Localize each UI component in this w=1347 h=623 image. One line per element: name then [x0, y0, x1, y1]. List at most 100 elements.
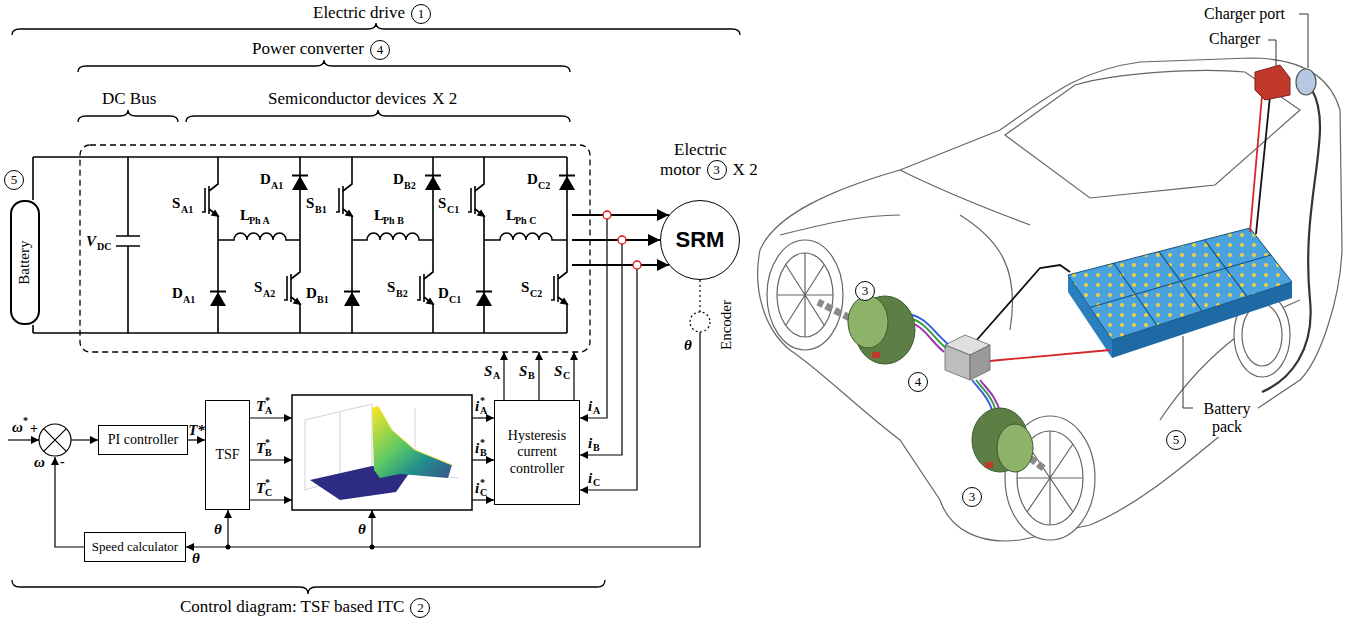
junction-dot	[226, 545, 231, 550]
subscript-label: A1	[181, 205, 193, 215]
converter-front	[945, 345, 970, 380]
signal-symbol: ω	[34, 455, 45, 470]
leg-c-wires	[484, 157, 567, 333]
signal-symbol: ω	[12, 420, 23, 435]
converter-side	[970, 345, 990, 380]
node-text: TSF	[215, 447, 239, 463]
motor-face	[997, 424, 1033, 472]
leader-line	[1183, 336, 1193, 408]
subscript-label: B1	[317, 295, 329, 305]
signal-symbol: θ	[358, 522, 366, 537]
callout-number: 3	[707, 160, 727, 180]
callout-number: 1	[411, 4, 431, 24]
signal-symbol: i	[475, 481, 479, 496]
superscript-label: *	[23, 416, 28, 426]
subscript-label: A2	[263, 289, 275, 299]
callout-number: 4	[908, 372, 928, 392]
phase-wire	[572, 264, 669, 266]
inductor	[352, 233, 433, 240]
sense-line	[580, 269, 637, 490]
subscript-label: C2	[538, 181, 550, 191]
component-symbol: D	[393, 172, 404, 187]
signal-symbol: i	[588, 471, 592, 486]
motor-drawing	[818, 296, 1046, 472]
callout-number: 3	[855, 281, 875, 301]
diode-symbol	[292, 176, 308, 191]
diode-symbol	[559, 176, 575, 191]
part-label: Charger port	[1203, 6, 1286, 22]
cable	[1250, 96, 1262, 232]
cable	[1256, 96, 1270, 234]
heading-label: Semiconductor devices	[268, 90, 426, 107]
battery-pack-drawing	[1068, 228, 1292, 358]
theta-branch	[371, 510, 372, 547]
subscript-label: A	[593, 406, 600, 416]
subscript-label: C	[563, 371, 570, 381]
inductor	[218, 233, 300, 240]
component-symbol: L	[240, 208, 250, 223]
theta-branch	[227, 510, 228, 547]
current-ref-line	[472, 417, 494, 418]
brace	[12, 23, 740, 35]
charging-cable	[1262, 90, 1320, 392]
subscript-label: B	[265, 448, 272, 458]
motor-face	[848, 296, 888, 348]
sense-line	[580, 244, 622, 455]
phase-wire	[572, 214, 669, 216]
subscript-label: A	[493, 371, 500, 381]
current-sensor	[603, 211, 611, 219]
component-symbol: D	[172, 286, 183, 301]
wheel-rim	[1242, 304, 1282, 366]
encoder-shaft	[699, 280, 700, 312]
pack-top	[1068, 228, 1292, 340]
car-body	[758, 58, 1342, 541]
converter-drawing	[945, 335, 990, 380]
signal-symbol: T	[256, 399, 265, 414]
igbt-symbol	[551, 258, 567, 318]
signal-symbol: i	[475, 399, 479, 414]
signal-symbol: S	[519, 364, 527, 379]
gate-signal-line	[503, 352, 504, 400]
lookup-table-plot	[292, 395, 472, 510]
subscript-label: A	[480, 406, 487, 416]
component-symbol: S	[172, 196, 180, 211]
subscript-label: C1	[449, 295, 461, 305]
hysteresis-controller-box: Hysteresis current controller	[494, 400, 580, 505]
subscript-label: Ph B	[383, 216, 404, 226]
component-symbol: S	[306, 196, 314, 211]
charger-drawing	[1255, 65, 1290, 100]
subscript-label: C2	[530, 289, 542, 299]
part-label: Charger	[1208, 31, 1261, 47]
torque-ref-line	[250, 417, 292, 418]
brackets	[12, 23, 740, 594]
heading-label: X 2	[733, 161, 758, 178]
signal-symbol: i	[588, 436, 592, 451]
control-wiring	[8, 280, 710, 547]
signal-symbol: T	[256, 481, 265, 496]
callout-number: 2	[410, 598, 430, 618]
wheel-rim	[777, 253, 833, 337]
sign-label: +	[30, 422, 38, 436]
igbt-symbol	[468, 170, 484, 230]
subscript-label: B1	[315, 205, 327, 215]
subscript-label: DC	[97, 242, 111, 252]
connector-label: T*	[188, 423, 205, 438]
gate-signal-line	[573, 352, 574, 400]
leg-b-wires	[352, 157, 433, 333]
diode-symbol	[476, 292, 492, 307]
heading-label: motor	[660, 161, 701, 178]
current-sense-lines	[580, 219, 637, 490]
brace	[186, 110, 570, 122]
current-sensors	[603, 211, 641, 269]
signal-symbol: θ	[214, 522, 222, 537]
car-illustration	[758, 14, 1342, 541]
superscript-label: *	[265, 478, 270, 488]
signal-connector	[188, 439, 205, 440]
cable	[980, 350, 1110, 362]
subscript-label: A	[265, 406, 272, 416]
node-text: Speed calculator	[92, 540, 178, 555]
subscript-label: C	[593, 478, 600, 488]
callout-number: 5	[1166, 430, 1186, 450]
